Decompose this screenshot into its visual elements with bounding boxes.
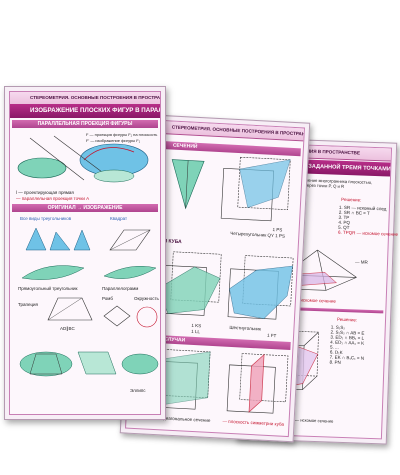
poster-1-projection-diagram (17, 135, 149, 183)
poster-1-circle-label: Окружность (134, 296, 159, 301)
poster-1-circle (136, 306, 158, 328)
poster-1-right-triangle (21, 265, 85, 280)
poster-1-bottom-shapes (19, 351, 159, 377)
poster-1-ad-bc-label: AD∥BC (60, 326, 75, 331)
poster-3-mr: — MR (354, 259, 368, 265)
poster-1-triangles (25, 227, 91, 251)
poster-2-cube-top (220, 156, 291, 222)
poster-1-line-label: l — проектирующая прямая (16, 190, 74, 195)
poster-2-hexagon-label: Шестиугольник (229, 324, 262, 332)
poster-2-value-4: 1 FT (266, 332, 277, 339)
poster-2-cube-sym (226, 353, 289, 414)
poster-3-step: 6. TPQR — искомое сечение (337, 229, 399, 237)
poster-3-solution-label: Решение: (341, 196, 362, 203)
poster-2-value-3: 1 LL (191, 328, 201, 335)
poster-1-triangles-label: Все виды треугольников (20, 216, 72, 221)
poster-1-section2: ОРИГИНАЛ → ИЗОБРАЖЕНИЕ (12, 204, 158, 212)
poster-2-value-1: 1 PS (272, 226, 283, 233)
poster-1-trapezoid-label: Трапеция (18, 302, 38, 307)
poster-1-ellipse-label: Эллипс (130, 388, 146, 393)
poster-3-steps2: 1. S₁S₂ 2. S₁S₂ ∩ AB = E 3. ED₁ ∩ BB₁ = … (329, 325, 365, 366)
poster-1-image-label: F' — изображение фигуры F₁ (86, 138, 141, 143)
poster-1-rhombus (103, 305, 131, 327)
poster-2-pyramid (171, 159, 205, 210)
poster-1-parallelogram-label: Параллелограмм (102, 286, 139, 291)
poster-2-sym-label: — плоскость симметрии куба (222, 418, 285, 427)
poster-1-rhombus-label: Ромб (102, 296, 113, 301)
poster-1-frame: 1 СТЕРЕОМЕТРИЯ. ОСНОВНЫЕ ПОСТРОЕНИЯ В ПР… (9, 91, 161, 415)
poster-3-steps1: 1. SR — искомый след 2. SR ∩ BC = T 3. T… (338, 205, 399, 237)
poster-2-cube-right (227, 255, 294, 320)
poster-1-square (109, 229, 151, 251)
poster-1-trapezoid (47, 297, 93, 321)
poster-1: 1 СТЕРЕОМЕТРИЯ. ОСНОВНЫЕ ПОСТРОЕНИЯ В ПР… (4, 86, 166, 420)
poster-3-step: 8. PN (329, 359, 341, 365)
poster-1-point-label: — параллельная проекция точки A (16, 196, 90, 201)
poster-1-projection-label: F — проекция фигуры F₁ на плоскость (86, 132, 158, 137)
poster-3-solution-label-2: Решение: (336, 316, 358, 323)
poster-1-square-label: Квадрат (110, 216, 128, 221)
poster-1-title: ИЗОБРАЖЕНИЕ ПЛОСКИХ ФИГУР В ПАРАЛЛЕЛЬНОЙ… (10, 104, 160, 118)
poster-2-value-2: 1 KS (191, 322, 202, 329)
poster-1-right-triangle-label: Прямоугольный треугольник (18, 286, 78, 291)
poster-1-section1: ПАРАЛЛЕЛЬНАЯ ПРОЕКЦИЯ ФИГУРЫ (12, 120, 158, 128)
poster-1-parallelogram (103, 266, 157, 279)
